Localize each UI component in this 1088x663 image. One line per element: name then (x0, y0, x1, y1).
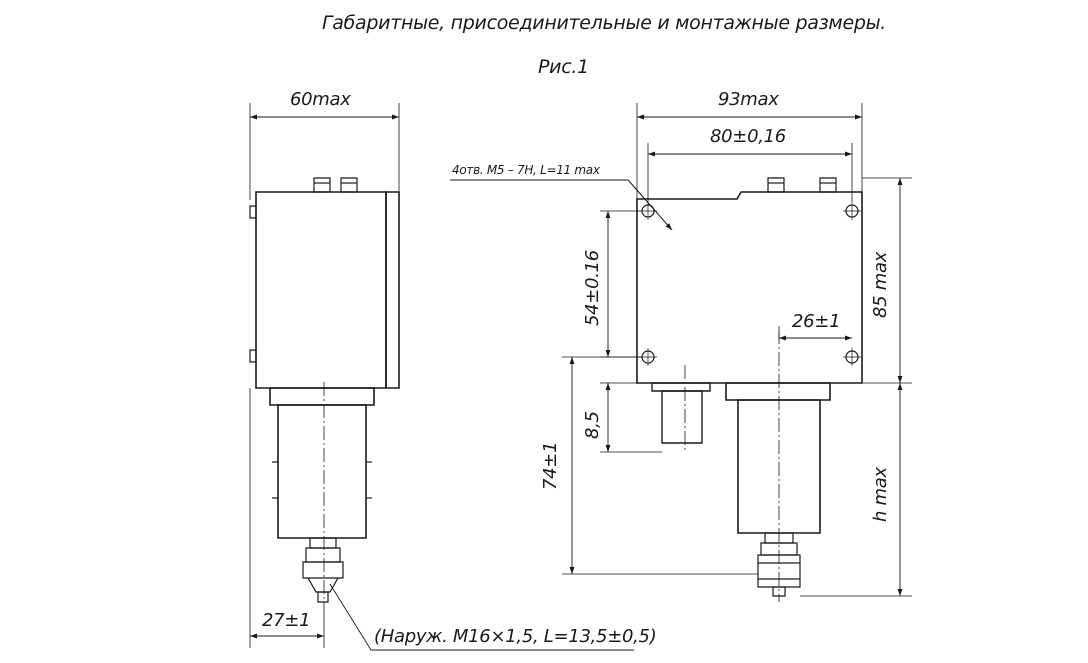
side-view (250, 103, 634, 650)
side-cylinder (278, 405, 366, 538)
dim-offset-8-5: 8,5 (582, 411, 603, 439)
dim-offset-26: 26±1 (792, 311, 841, 332)
dim-width-left: 60max (290, 89, 351, 110)
dim-width-right: 93max (718, 89, 779, 110)
side-cover (386, 192, 399, 388)
side-body (256, 192, 386, 388)
dim-offset-27: 27±1 (262, 610, 311, 631)
dim-hole-spacing-h: 80±0,16 (710, 126, 786, 147)
dim-body-height: 85 max (870, 251, 891, 318)
dim-hole-spacing-v: 54±0.16 (582, 250, 603, 326)
figure-label: Рис.1 (538, 56, 589, 78)
front-view (450, 103, 912, 602)
hole-spec-note: 4отв. М5 – 7Н, L=11 max (452, 163, 600, 177)
dim-height-74: 74±1 (540, 441, 561, 490)
drawing-title: Габаритные, присоединительные и монтажны… (322, 12, 887, 34)
front-body (637, 192, 862, 383)
thread-note: (Наруж. М16×1,5, L=13,5±0,5) (374, 626, 657, 647)
dim-height-h: h max (870, 467, 891, 522)
